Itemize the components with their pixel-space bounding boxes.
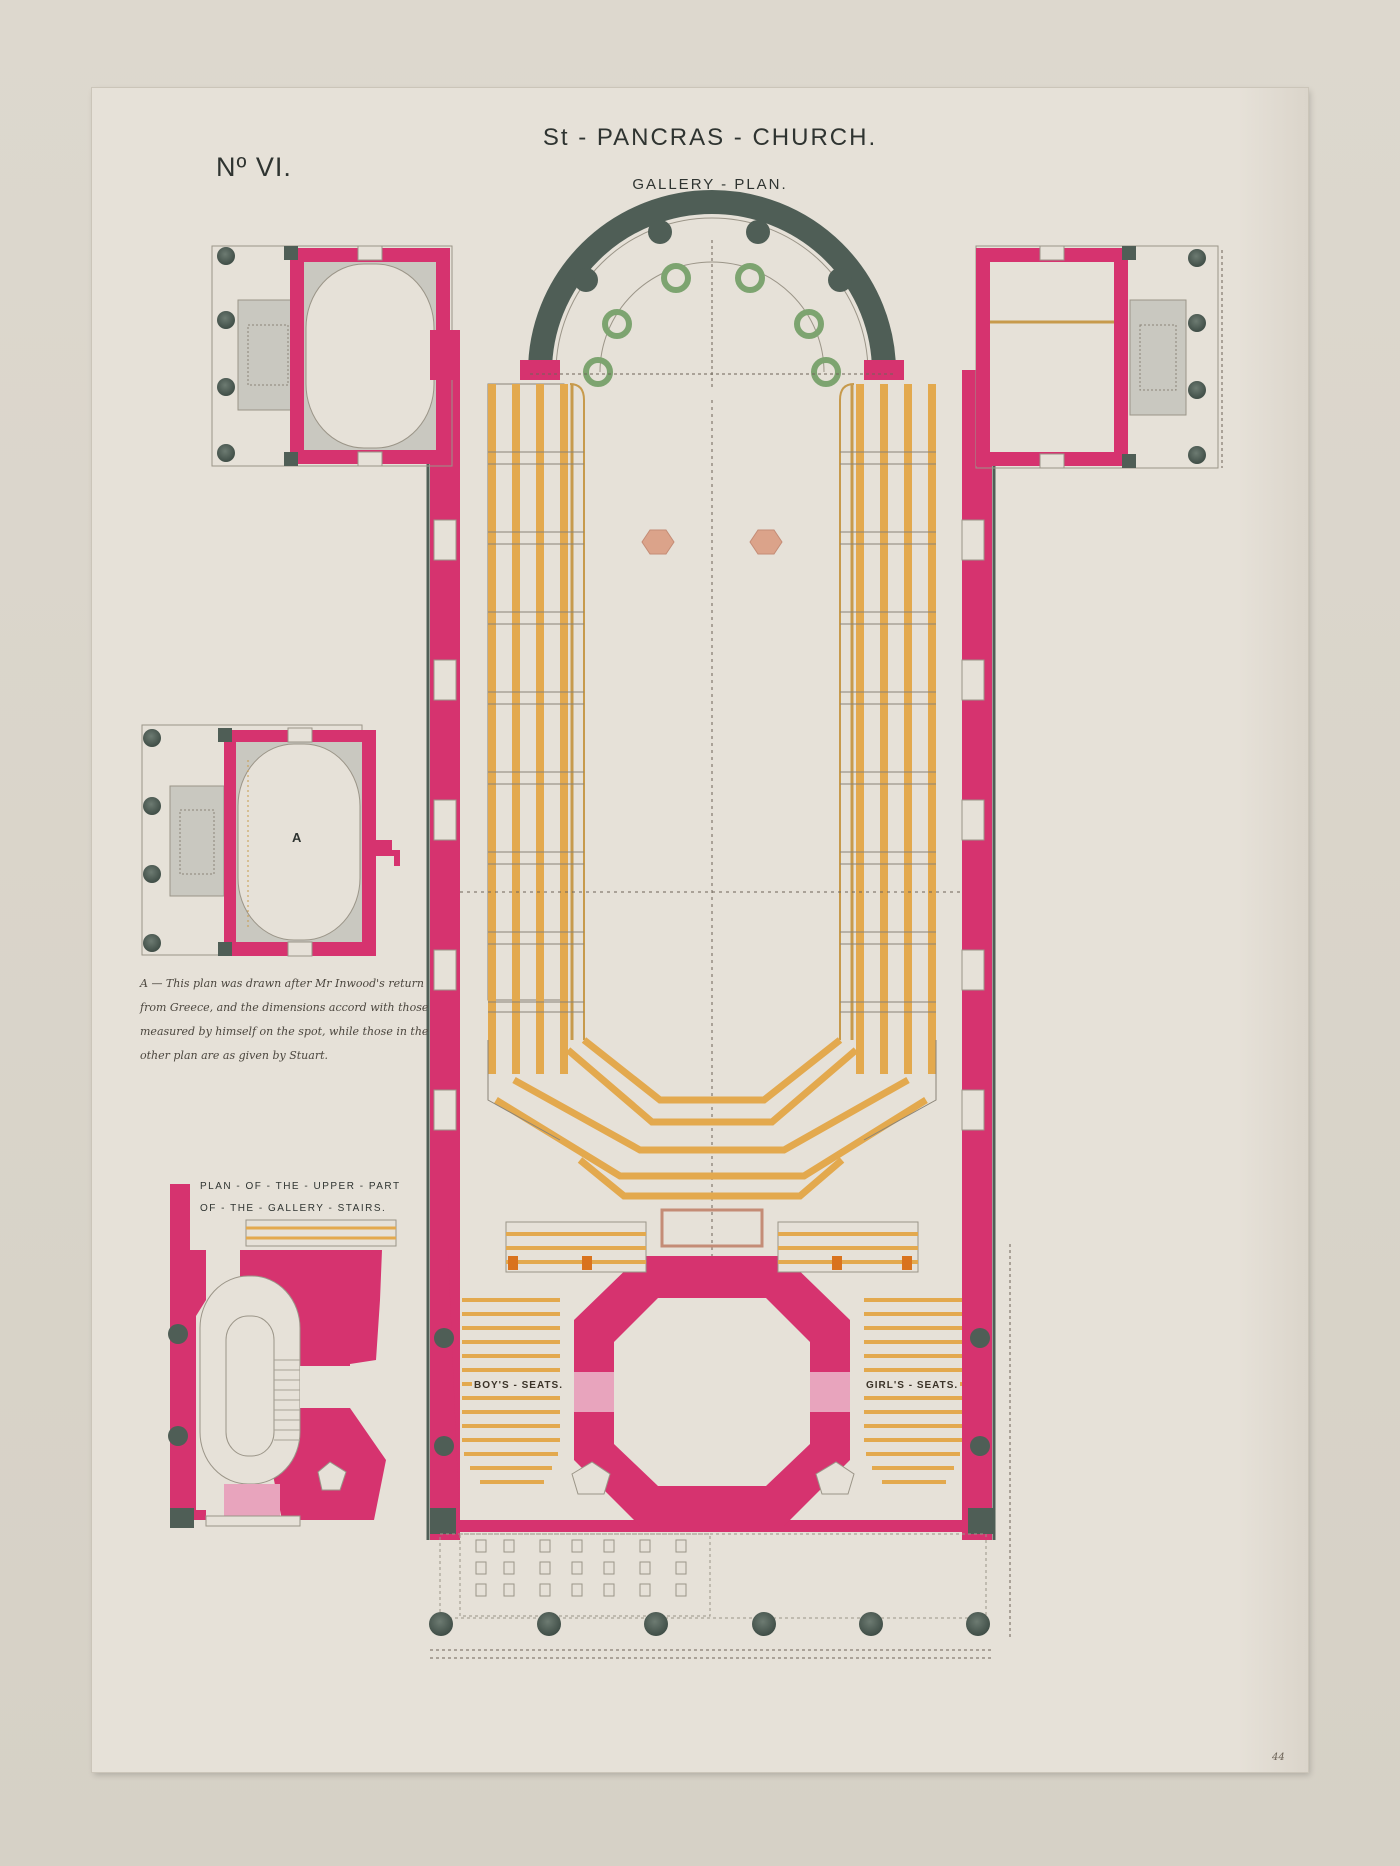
girls-seats-label: GIRL'S - SEATS.	[864, 1380, 961, 1391]
vestry-left	[211, 245, 460, 467]
catalog-mark: 44	[1272, 1752, 1285, 1763]
annex-note: A — This plan was drawn after Mr Inwood'…	[140, 977, 429, 1062]
apse	[520, 190, 904, 388]
stair-plan-title: PLAN - OF - THE - UPPER - PART OF - THE …	[200, 1176, 410, 1220]
apse-ring-columns	[583, 263, 841, 387]
pews-left	[487, 383, 585, 1074]
drawing-title: St - PANCRAS - CHURCH.	[542, 124, 878, 151]
central-piers	[641, 529, 783, 555]
gallery-end-pews	[494, 1037, 928, 1200]
annex-label: A	[292, 830, 302, 845]
plate-number: Nº VI.	[216, 152, 292, 182]
gallery-doors	[508, 1256, 912, 1270]
vestry-right	[975, 245, 1223, 469]
portico	[429, 1244, 1011, 1659]
drawing-subtitle: GALLERY - PLAN.	[632, 176, 788, 193]
sheet-shading	[1238, 88, 1308, 1772]
gallery-stairs-plan	[168, 1184, 397, 1528]
stair-plan-title-line2: OF - THE - GALLERY - STAIRS.	[200, 1203, 387, 1214]
west-end	[430, 1221, 994, 1534]
boys-seats-label: BOY'S - SEATS.	[472, 1380, 565, 1391]
stair-plan-title-line1: PLAN - OF - THE - UPPER - PART	[200, 1181, 401, 1192]
annex-a-plan	[141, 724, 400, 957]
pews-right	[839, 383, 936, 1074]
gallery-end-outlines	[487, 1040, 937, 1248]
portico-columns	[429, 1612, 990, 1636]
